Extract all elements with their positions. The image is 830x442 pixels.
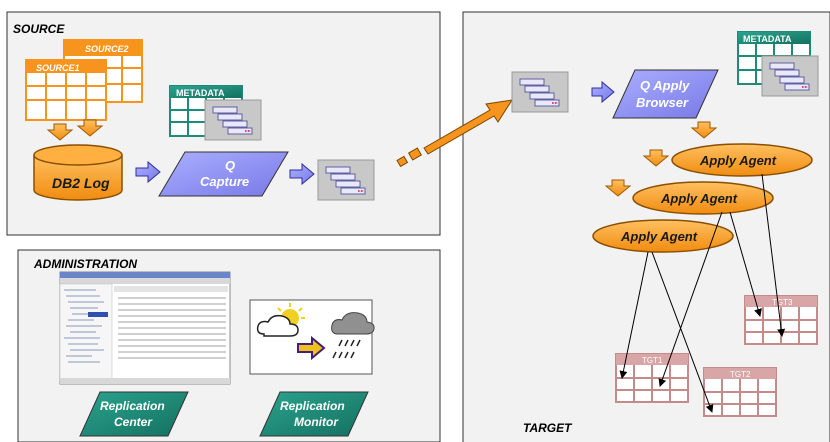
replication-monitor-line2: Monitor bbox=[294, 415, 339, 429]
target-metadata-queue-icon bbox=[761, 55, 819, 97]
apply-agent-2-label: Apply Agent bbox=[660, 191, 738, 206]
source-panel-title: SOURCE bbox=[13, 22, 65, 36]
agent-to-table-arrows bbox=[619, 173, 786, 413]
cloud-icon bbox=[256, 314, 299, 337]
source1-label: SOURCE1 bbox=[36, 63, 80, 73]
source-metadata-label: METADATA bbox=[176, 88, 225, 98]
down-arrow-icon bbox=[46, 119, 104, 141]
target-panel-title: TARGET bbox=[523, 421, 573, 435]
apply-agent-3-label: Apply Agent bbox=[620, 229, 698, 244]
receive-queue-icon bbox=[511, 71, 569, 113]
storm-cloud-icon bbox=[331, 312, 375, 335]
metadata-queue-icon bbox=[204, 99, 262, 141]
right-arrow-icon bbox=[135, 160, 161, 184]
q-capture-line1: Q bbox=[225, 158, 235, 173]
q-capture-process: Q Capture bbox=[158, 151, 289, 197]
target-metadata-label: METADATA bbox=[743, 34, 792, 44]
down-arrow-icon bbox=[604, 121, 718, 197]
right-arrow-icon bbox=[297, 335, 326, 361]
tgt1-label: TGT1 bbox=[642, 356, 663, 365]
q-apply-browser-line1: Q Apply bbox=[640, 78, 690, 93]
apply-agent-1-label: Apply Agent bbox=[699, 153, 777, 168]
administration-panel-title: ADMINISTRATION bbox=[33, 257, 137, 271]
replication-center-line2: Center bbox=[114, 415, 153, 429]
tgt2-table: TGT2 bbox=[703, 367, 777, 417]
source1-table: SOURCE1 bbox=[25, 59, 107, 121]
q-apply-browser-line2: Browser bbox=[636, 95, 689, 110]
replication-monitor-line1: Replication bbox=[280, 399, 345, 413]
q-apply-browser-process: Q Apply Browser bbox=[612, 69, 719, 119]
tgt2-label: TGT2 bbox=[730, 370, 751, 379]
send-queue-icon bbox=[317, 159, 375, 201]
replication-center-label: Replication Center bbox=[79, 391, 189, 437]
tgt3-label: TGT3 bbox=[772, 298, 793, 307]
replication-center-line1: Replication bbox=[100, 399, 165, 413]
apply-agent-1: Apply Agent bbox=[671, 143, 813, 177]
replication-center-screenshot bbox=[59, 271, 231, 385]
right-arrow-icon bbox=[591, 80, 615, 104]
apply-agent-3: Apply Agent bbox=[592, 219, 734, 253]
db2-log-cylinder: DB2 Log bbox=[33, 144, 123, 201]
db2-log-label: DB2 Log bbox=[52, 175, 110, 191]
source2-label: SOURCE2 bbox=[85, 44, 129, 54]
apply-agent-2: Apply Agent bbox=[632, 181, 774, 215]
right-arrow-icon bbox=[289, 162, 315, 186]
transmission-arrow bbox=[396, 99, 514, 168]
replication-monitor-label: Replication Monitor bbox=[259, 391, 369, 437]
tgt1-table: TGT1 bbox=[615, 353, 689, 403]
replication-monitor-picture bbox=[249, 299, 375, 375]
q-capture-line2: Capture bbox=[200, 174, 249, 189]
